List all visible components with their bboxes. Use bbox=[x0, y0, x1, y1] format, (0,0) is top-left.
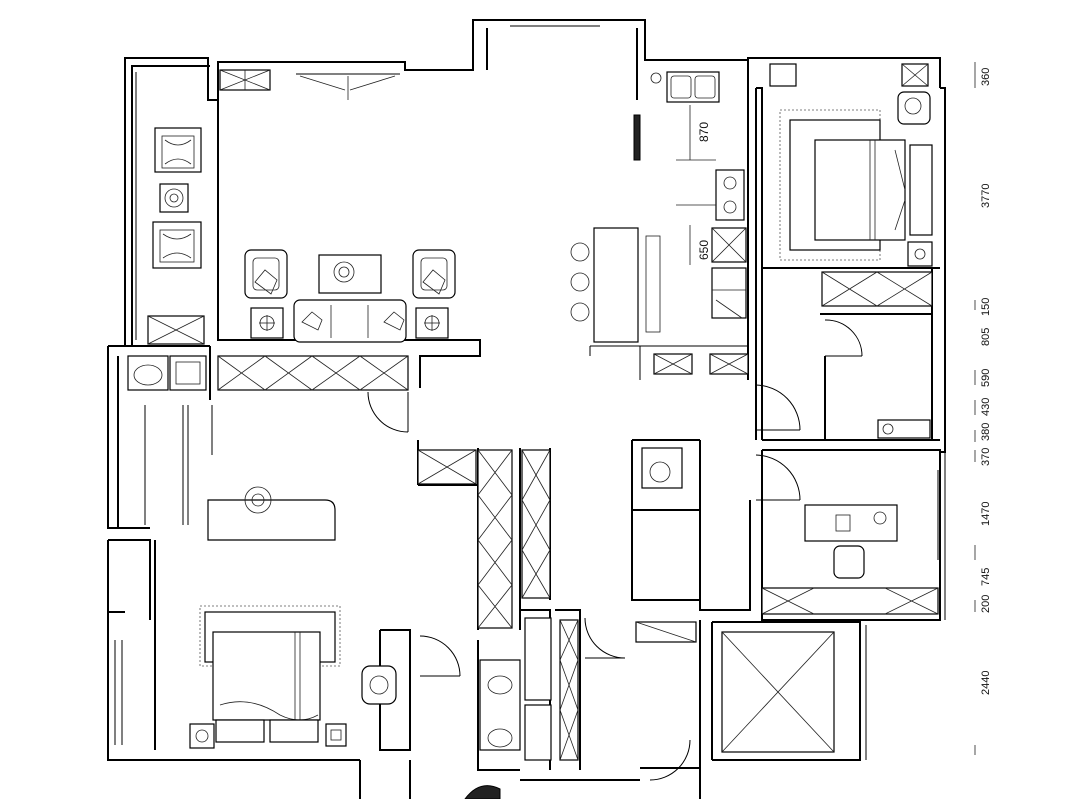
dim-right-6: 380 bbox=[980, 423, 992, 441]
study-chair bbox=[833, 545, 865, 579]
coffee-table bbox=[318, 254, 382, 294]
master-chair bbox=[897, 91, 931, 125]
dim-right-11: 2440 bbox=[980, 671, 992, 695]
stair-void bbox=[721, 631, 835, 753]
balcony-chair-2 bbox=[152, 221, 202, 269]
dimension-870: 870 bbox=[697, 122, 711, 142]
powder-sink bbox=[641, 447, 683, 489]
master-bed bbox=[779, 109, 933, 261]
study-desk-right bbox=[804, 504, 898, 542]
armchair-left bbox=[244, 249, 288, 299]
dimension-650-line: 650 bbox=[689, 225, 711, 265]
sofa bbox=[293, 299, 407, 343]
dim-right-2: 150 bbox=[980, 298, 992, 316]
balcony-chair-1 bbox=[154, 127, 202, 173]
second-bed-footrest bbox=[215, 719, 319, 743]
balcony-cabinet bbox=[147, 315, 205, 345]
dim-right-10: 200 bbox=[980, 595, 992, 613]
entry-door bbox=[367, 391, 409, 433]
dim-right-4: 590 bbox=[980, 369, 992, 387]
kitchen-island bbox=[593, 227, 661, 343]
living-top-cabinet bbox=[219, 69, 271, 91]
second-desk-chair bbox=[361, 665, 397, 705]
dim-right-7: 370 bbox=[980, 448, 992, 466]
master-nightstands bbox=[769, 63, 933, 267]
entry-shoe-cabinet bbox=[217, 355, 409, 391]
master-bath-door bbox=[824, 319, 863, 357]
study-desk-left bbox=[207, 486, 336, 541]
dim-right-8: 1470 bbox=[980, 502, 992, 526]
dimension-strip: 360 3770 150 805 590 430 380 370 1470 74… bbox=[974, 62, 992, 755]
washing-machine bbox=[169, 355, 207, 391]
bath-vanity bbox=[479, 617, 552, 761]
second-bedside bbox=[189, 723, 347, 749]
hall-cabinet-1 bbox=[417, 449, 477, 485]
balcony-side-table bbox=[159, 183, 189, 213]
bottom-stair-arc bbox=[464, 785, 501, 799]
study-door bbox=[755, 454, 801, 501]
study-bookcase bbox=[761, 587, 939, 615]
curtain-track bbox=[296, 73, 400, 100]
bath-cabinet bbox=[635, 621, 697, 643]
dim-right-5: 430 bbox=[980, 398, 992, 416]
master-hall-door bbox=[755, 384, 801, 431]
cooktop bbox=[715, 169, 745, 221]
oven-cabinet bbox=[711, 267, 747, 319]
dim-right-1: 3770 bbox=[980, 184, 992, 208]
left-hall-rails bbox=[144, 405, 213, 525]
lower-right-door bbox=[649, 739, 691, 781]
hall-cabinet-3 bbox=[521, 449, 551, 599]
dim-right-0: 360 bbox=[980, 68, 992, 86]
hall-cabinet-2 bbox=[477, 449, 513, 629]
bar-stools bbox=[570, 242, 590, 322]
exterior-walls bbox=[107, 19, 946, 799]
master-bath-fixtures bbox=[877, 419, 931, 439]
dim-right-3: 805 bbox=[980, 328, 992, 346]
dim-right-9: 745 bbox=[980, 568, 992, 586]
kitchen-bin bbox=[650, 72, 662, 84]
end-table-right bbox=[415, 307, 449, 339]
second-bed bbox=[199, 605, 341, 721]
bath-shelves bbox=[559, 619, 579, 761]
kitchen-sink bbox=[666, 71, 720, 103]
armchair-right bbox=[412, 249, 456, 299]
bath-door bbox=[584, 617, 626, 659]
dimension-650: 650 bbox=[697, 240, 711, 260]
fridge bbox=[711, 227, 747, 263]
dimension-870-line: 870 bbox=[676, 105, 716, 161]
window-glass-kitchen bbox=[633, 114, 641, 161]
laundry-sink bbox=[127, 355, 169, 391]
second-bedroom-door bbox=[419, 635, 461, 677]
end-table-left bbox=[250, 307, 284, 339]
master-wardrobe bbox=[821, 271, 933, 307]
kitchen-lower-cabinets bbox=[589, 345, 749, 380]
